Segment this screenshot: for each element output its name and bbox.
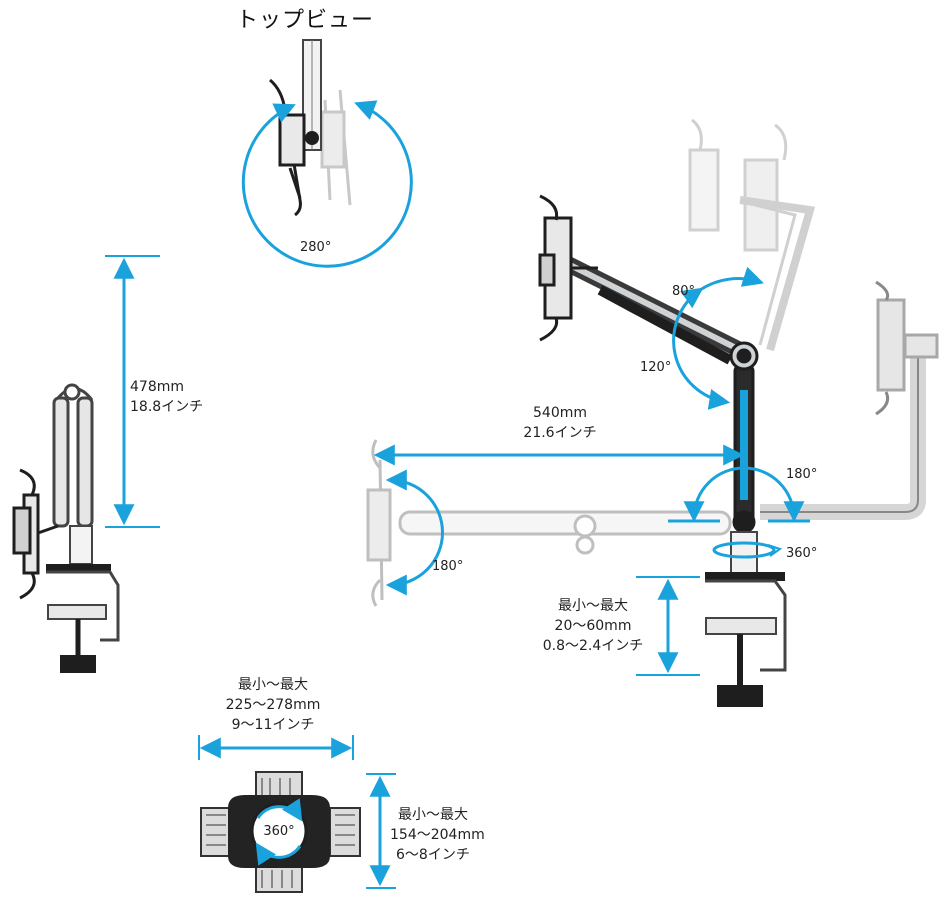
height-dim-inch: 18.8インチ: [130, 399, 204, 415]
plate-rotation-angle: 360°: [263, 824, 295, 839]
swivel-head-angle: 180°: [432, 559, 464, 574]
height-dim-mm: 478mm: [130, 379, 184, 395]
holder-height-inch: 6～8インチ: [396, 847, 470, 863]
holder-width-mm: 225～278mm: [225, 697, 321, 713]
tilt-up-angle: 80°: [672, 284, 696, 299]
side-view-illustration: [12, 255, 160, 673]
tilt-down-angle: 120°: [640, 360, 672, 375]
reach-dim-mm: 540mm: [533, 405, 587, 421]
clamp-dim-inch: 0.8～2.4インチ: [542, 638, 644, 654]
main-view-illustration: [366, 118, 939, 707]
swivel-right-angle: 180°: [786, 467, 818, 482]
holder-plate-illustration: [198, 735, 396, 893]
top-rotation-angle: 280°: [300, 240, 332, 255]
holder-height-label: 最小～最大: [398, 807, 468, 823]
top-view-illustration: [241, 39, 413, 268]
holder-width-inch: 9～11インチ: [231, 717, 315, 733]
clamp-dim-label: 最小～最大: [558, 598, 628, 614]
reach-dim-inch: 21.6インチ: [523, 425, 597, 441]
top-view-title: トップビュー: [236, 8, 375, 33]
clamp-dim-mm: 20～60mm: [554, 618, 632, 634]
holder-width-label: 最小～最大: [238, 677, 308, 693]
holder-height-mm: 154～204mm: [390, 827, 485, 843]
base-rotation-angle: 360°: [786, 546, 818, 561]
